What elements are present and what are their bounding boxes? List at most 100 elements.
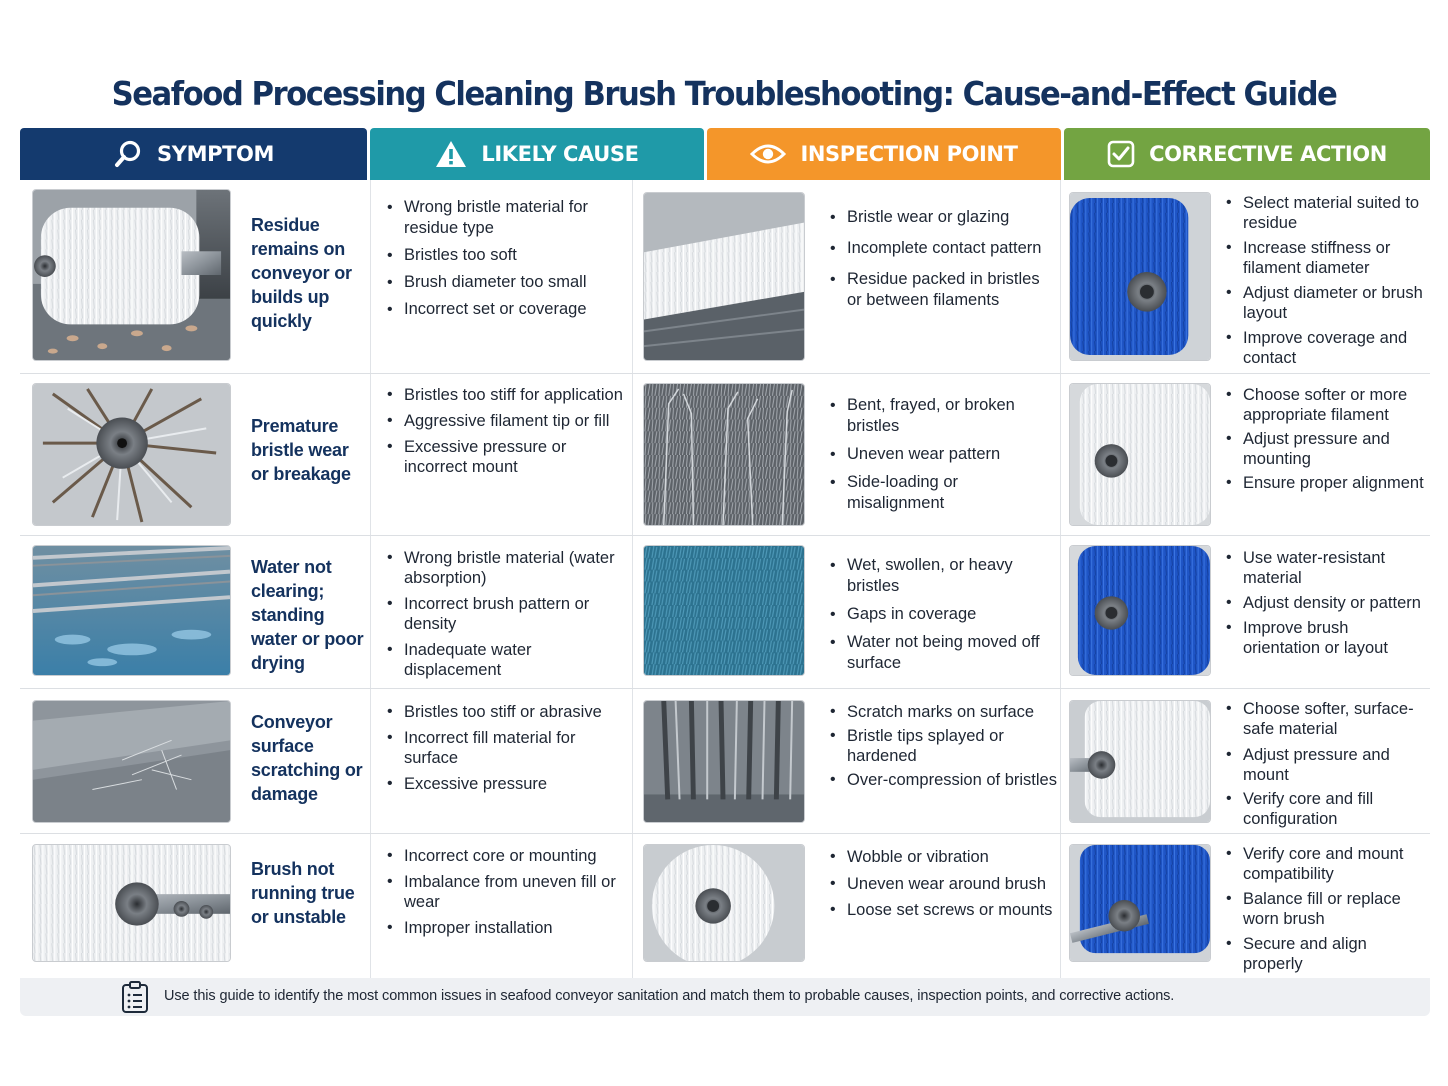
table-row: Premature bristle wear or breakage Brist… [20, 374, 1430, 536]
inspection-item: Residue packed in bristles or between fi… [827, 269, 1057, 311]
table-row: Residue remains on conveyor or builds up… [20, 180, 1430, 374]
header-corrective-action-label: CORRECTIVE ACTION [1149, 142, 1387, 166]
action-image [1069, 383, 1211, 526]
inspection-image [643, 700, 805, 823]
table-row: Water not clearing; standing water or po… [20, 536, 1430, 689]
clipboard-icon [122, 981, 148, 1013]
inspection-item: Water not being moved off surface [827, 632, 1057, 674]
action-item: Secure and align properly [1223, 934, 1428, 974]
cause-item: Wrong bristle material (water absorption… [384, 548, 624, 588]
cause-item: Excessive pressure or incorrect mount [384, 437, 624, 477]
action-list: Verify core and mount compatibility Bala… [1223, 844, 1428, 974]
header-likely-cause: LIKELY CAUSE [370, 128, 704, 180]
action-list: Choose softer or more appropriate filame… [1223, 385, 1428, 493]
table-row: Brush not running true or unstable Incor… [20, 834, 1430, 978]
magnifier-icon [115, 140, 141, 167]
inspection-list: Wobble or vibration Uneven wear around b… [827, 847, 1057, 920]
cause-list: Wrong bristle material for residue type … [384, 197, 624, 326]
cause-list: Bristles too stiff for application Aggre… [384, 385, 624, 477]
action-item: Verify core and mount compatibility [1223, 844, 1428, 884]
inspection-list: Wet, swollen, or heavy bristles Gaps in … [827, 555, 1057, 680]
footer-note: Use this guide to identify the most comm… [20, 978, 1430, 1016]
cause-item: Imbalance from uneven fill or wear [384, 872, 624, 912]
header-inspection-point: INSPECTION POINT [707, 128, 1061, 180]
inspection-item: Uneven wear around brush [827, 874, 1057, 894]
header-symptom: SYMPTOM [20, 128, 367, 180]
inspection-image [643, 383, 805, 526]
symptom-text: Conveyor surface scratching or damage [251, 712, 363, 804]
action-image [1069, 192, 1211, 361]
inspection-list: Scratch marks on surface Bristle tips sp… [827, 702, 1057, 790]
inspection-item: Scratch marks on surface [827, 702, 1057, 722]
eye-icon [750, 144, 787, 164]
inspection-list: Bent, frayed, or broken bristles Uneven … [827, 395, 1057, 520]
inspection-item: Bent, frayed, or broken bristles [827, 395, 1057, 437]
cause-item: Bristles too soft [384, 245, 624, 266]
cause-item: Incorrect core or mounting [384, 846, 624, 866]
inspection-item: Gaps in coverage [827, 604, 1057, 625]
inspection-item: Side-loading or misalignment [827, 472, 1057, 514]
header-likely-cause-label: LIKELY CAUSE [481, 142, 639, 166]
inspection-image [643, 844, 805, 962]
action-item: Use water-resistant material [1223, 548, 1428, 588]
cause-item: Inadequate water displacement [384, 640, 624, 680]
action-item: Verify core and fill configuration [1223, 789, 1433, 829]
cause-item: Improper installation [384, 918, 624, 938]
header-symptom-label: SYMPTOM [157, 142, 274, 166]
action-item: Improve coverage and contact [1223, 328, 1428, 368]
header-inspection-point-label: INSPECTION POINT [800, 142, 1018, 166]
action-item: Select material suited to residue [1223, 193, 1428, 233]
cause-item: Wrong bristle material for residue type [384, 197, 624, 239]
footer-text: Use this guide to identify the most comm… [164, 988, 1175, 1004]
cause-item: Incorrect brush pattern or density [384, 594, 624, 634]
action-item: Choose softer or more appropriate filame… [1223, 385, 1428, 425]
cause-item: Bristles too stiff for application [384, 385, 624, 405]
inspection-item: Wobble or vibration [827, 847, 1057, 867]
action-item: Balance fill or replace worn brush [1223, 889, 1428, 929]
symptom-image [32, 383, 231, 526]
symptom-text: Brush not running true or unstable [251, 859, 355, 927]
action-item: Adjust pressure and mount [1223, 745, 1433, 785]
checkbox-icon [1107, 140, 1135, 168]
action-list: Choose softer, surface-safe material Adj… [1223, 699, 1433, 829]
action-list: Use water-resistant material Adjust dens… [1223, 548, 1428, 658]
action-list: Select material suited to residue Increa… [1223, 193, 1428, 368]
symptom-image [32, 189, 231, 361]
symptom-image [32, 545, 231, 676]
cause-item: Brush diameter too small [384, 272, 624, 293]
inspection-item: Loose set screws or mounts [827, 900, 1057, 920]
action-image [1069, 844, 1211, 962]
header-corrective-action: CORRECTIVE ACTION [1064, 128, 1430, 180]
action-item: Choose softer, surface-safe material [1223, 699, 1433, 739]
inspection-item: Incomplete contact pattern [827, 238, 1057, 259]
action-item: Improve brush orientation or layout [1223, 618, 1428, 658]
action-item: Adjust diameter or brush layout [1223, 283, 1428, 323]
action-item: Adjust pressure and mounting [1223, 429, 1428, 469]
symptom-text: Premature bristle wear or breakage [251, 416, 351, 484]
inspection-item: Bristle tips splayed or hardened [827, 726, 1057, 766]
action-image [1069, 700, 1211, 823]
warning-triangle-icon [436, 141, 467, 167]
inspection-item: Over-compression of bristles [827, 770, 1057, 790]
action-item: Adjust density or pattern [1223, 593, 1428, 613]
cause-list: Incorrect core or mounting Imbalance fro… [384, 846, 624, 938]
cause-item: Bristles too stiff or abrasive [384, 702, 624, 722]
symptom-image [32, 844, 231, 962]
inspection-image [643, 545, 805, 676]
cause-item: Excessive pressure [384, 774, 624, 794]
cause-list: Wrong bristle material (water absorption… [384, 548, 624, 680]
cause-item: Aggressive filament tip or fill [384, 411, 624, 431]
symptom-text: Water not clearing; standing water or po… [251, 557, 364, 673]
page-title: Seafood Processing Cleaning Brush Troubl… [111, 74, 1338, 113]
action-item: Increase stiffness or filament diameter [1223, 238, 1428, 278]
table-row: Conveyor surface scratching or damage Br… [20, 689, 1430, 834]
action-image [1069, 545, 1211, 676]
inspection-item: Uneven wear pattern [827, 444, 1057, 465]
inspection-item: Wet, swollen, or heavy bristles [827, 555, 1057, 597]
cause-item: Incorrect set or coverage [384, 299, 624, 320]
inspection-list: Bristle wear or glazing Incomplete conta… [827, 207, 1057, 317]
symptom-image [32, 700, 231, 823]
symptom-text: Residue remains on conveyor or builds up… [251, 215, 352, 331]
action-item: Ensure proper alignment [1223, 473, 1428, 493]
cause-list: Bristles too stiff or abrasive Incorrect… [384, 702, 624, 794]
